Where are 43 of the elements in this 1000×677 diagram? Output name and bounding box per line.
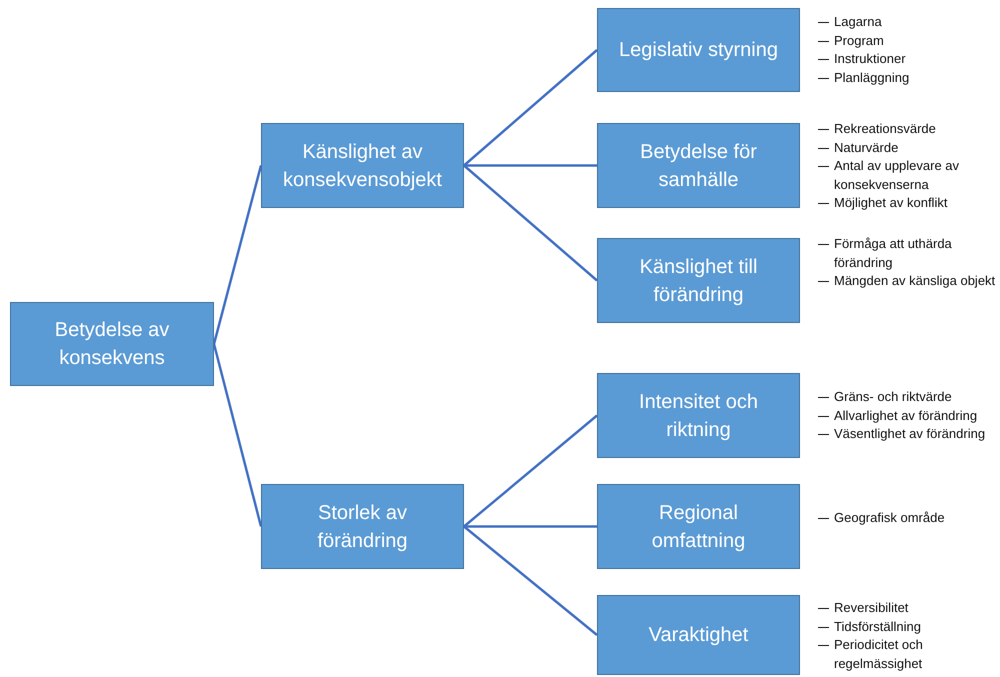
list-item: Lagarna	[834, 13, 882, 31]
list-item: Gräns- och riktvärde	[834, 388, 952, 406]
category-box	[597, 595, 800, 675]
connector-line	[463, 526, 598, 636]
category-box	[597, 8, 800, 92]
connector-line	[212, 165, 262, 344]
list-item: Rekreationsvärde	[834, 120, 936, 138]
list-item: Geografisk område	[834, 509, 945, 527]
box-label: Varaktighet	[648, 623, 748, 648]
list-item: Reversibilitet	[834, 599, 908, 617]
category-box	[597, 123, 800, 208]
list-item: Instruktioner	[834, 50, 906, 68]
box-label: Känslighet av konsekvensobjekt	[282, 140, 443, 192]
connector-line	[212, 344, 262, 527]
box-label: Intensitet och riktning	[638, 390, 759, 442]
list-item: Förmåga att uthärda förändring	[834, 235, 953, 272]
box-label: Betydelse för samhälle	[639, 140, 758, 192]
category-box	[597, 238, 800, 323]
connector-line	[464, 525, 597, 528]
category-box	[10, 302, 214, 386]
list-item: Antal av upplevare av konsekvenserna	[834, 157, 960, 194]
connector-line	[463, 164, 598, 282]
list-item: Möjlighet av konflikt	[834, 194, 948, 212]
category-box	[261, 123, 464, 208]
list-item: Mängden av känsliga objekt	[834, 272, 996, 290]
category-box	[261, 484, 464, 569]
list-item: Periodicitet och regelmässighet	[834, 636, 924, 673]
list-item: Naturvärde	[834, 138, 898, 156]
box-label: Legislativ styrning	[619, 38, 778, 63]
list-item: Allvarlighet av förändring	[834, 406, 978, 425]
box-label: Storlek av förändring	[316, 500, 409, 554]
box-label: Regional omfattning	[650, 500, 746, 554]
list-item: Planläggning	[834, 68, 910, 87]
list-item: Tidsförställning	[834, 618, 921, 636]
list-item: Program	[834, 32, 884, 50]
box-label: Känslighet till förändring	[638, 254, 758, 308]
category-box	[597, 373, 800, 458]
category-box	[597, 484, 800, 569]
box-label: Betydelse av konsekvens	[54, 318, 170, 371]
list-item: Väsentlighet av förändring	[834, 425, 986, 443]
connector-line	[463, 49, 598, 166]
connector-line	[463, 414, 598, 528]
connector-line	[464, 164, 597, 167]
